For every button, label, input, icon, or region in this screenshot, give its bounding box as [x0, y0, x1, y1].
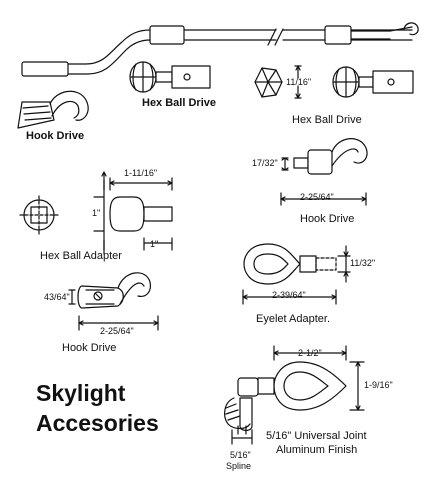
dim-hook-right-height: 17/32"	[252, 158, 278, 168]
dim-hex-adapter-overall: 1-11/16"	[124, 168, 158, 178]
dim-eyelet-height: 11/32"	[350, 258, 376, 268]
dim-uj-length: 2-1/2"	[298, 348, 322, 358]
dim-hook-left-height: 43/64"	[44, 292, 70, 302]
hex-ball-drive-right-drawing	[254, 65, 414, 99]
hook-drive-right-drawing	[280, 138, 368, 206]
caption-universal-joint-line2: Aluminum Finish	[276, 444, 358, 456]
dim-uj-spline: 5/16"	[230, 450, 251, 460]
caption-hex-ball-adapter: Hex Ball Adapter	[40, 250, 122, 262]
caption-hook-drive-left: Hook Drive	[62, 342, 117, 354]
hook-drive-top-drawing	[17, 90, 89, 129]
hex-ball-adapter-drawing	[19, 171, 173, 255]
caption-universal-joint-line1: 5/16" Universal Joint	[266, 430, 367, 442]
dim-hook-left-length: 2-25/64"	[100, 326, 134, 336]
dim-eyelet-length: 2-39/64"	[272, 290, 306, 300]
dim-hex-adapter-ball: 1"	[92, 208, 101, 218]
universal-joint-drawing	[224, 345, 365, 445]
caption-hex-ball-drive-center: Hex Ball Drive	[142, 97, 216, 109]
caption-hook-drive-top: Hook Drive	[26, 130, 85, 142]
dim-hex-ball-drive-height: 11/16"	[286, 77, 312, 87]
caption-hook-drive-right: Hook Drive	[300, 213, 355, 225]
telescoping-pole	[21, 22, 419, 77]
title-line-1: Skylight	[36, 380, 126, 406]
caption-eyelet-adapter: Eyelet Adapter.	[256, 313, 330, 325]
title-line-2: Accesories	[36, 410, 159, 436]
caption-hex-ball-drive-right: Hex Ball Drive	[292, 114, 362, 126]
dim-uj-height: 1-9/16"	[364, 380, 393, 390]
dim-hex-adapter-shaft: 1"	[150, 239, 159, 249]
hex-ball-drive-center-drawing	[129, 61, 211, 93]
dim-hook-right-length: 2-25/64"	[300, 192, 334, 202]
hook-drive-left-drawing	[68, 272, 159, 331]
eyelet-adapter-drawing	[242, 243, 351, 305]
caption-spline: Spline	[226, 461, 252, 471]
